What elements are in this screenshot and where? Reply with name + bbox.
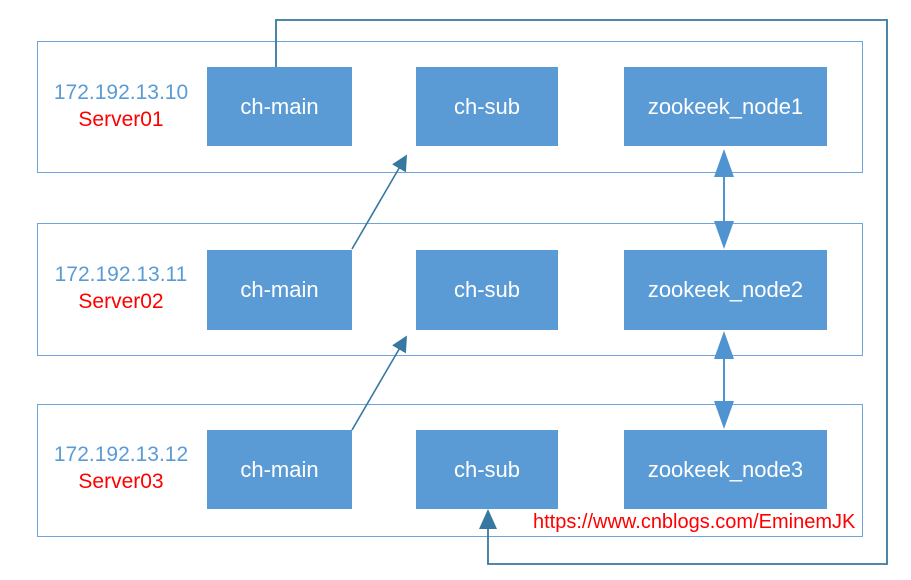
node-zookeek-node3: zookeek_node3 (624, 430, 827, 509)
server01-ip: 172.192.13.10 (53, 81, 189, 104)
server02-ip: 172.192.13.11 (54, 263, 188, 286)
server03-ip: 172.192.13.12 (53, 443, 189, 466)
server01-label: 172.192.13.10 Server01 (40, 79, 202, 133)
server03-name: Server03 (78, 470, 164, 493)
node-server01-ch-sub: ch-sub (416, 67, 558, 146)
server02-label: 172.192.13.11 Server02 (40, 261, 202, 315)
node-server01-ch-main: ch-main (207, 67, 352, 146)
node-server03-ch-main: ch-main (207, 430, 352, 509)
watermark-url: https://www.cnblogs.com/EminemJK (533, 511, 856, 533)
node-zookeek-node1: zookeek_node1 (624, 67, 827, 146)
server01-name: Server01 (78, 108, 164, 131)
node-zookeek-node2: zookeek_node2 (624, 250, 827, 330)
node-server02-ch-main: ch-main (207, 250, 352, 330)
node-server03-ch-sub: ch-sub (416, 430, 558, 509)
server03-label: 172.192.13.12 Server03 (40, 441, 202, 495)
node-server02-ch-sub: ch-sub (416, 250, 558, 330)
server02-name: Server02 (78, 290, 164, 313)
